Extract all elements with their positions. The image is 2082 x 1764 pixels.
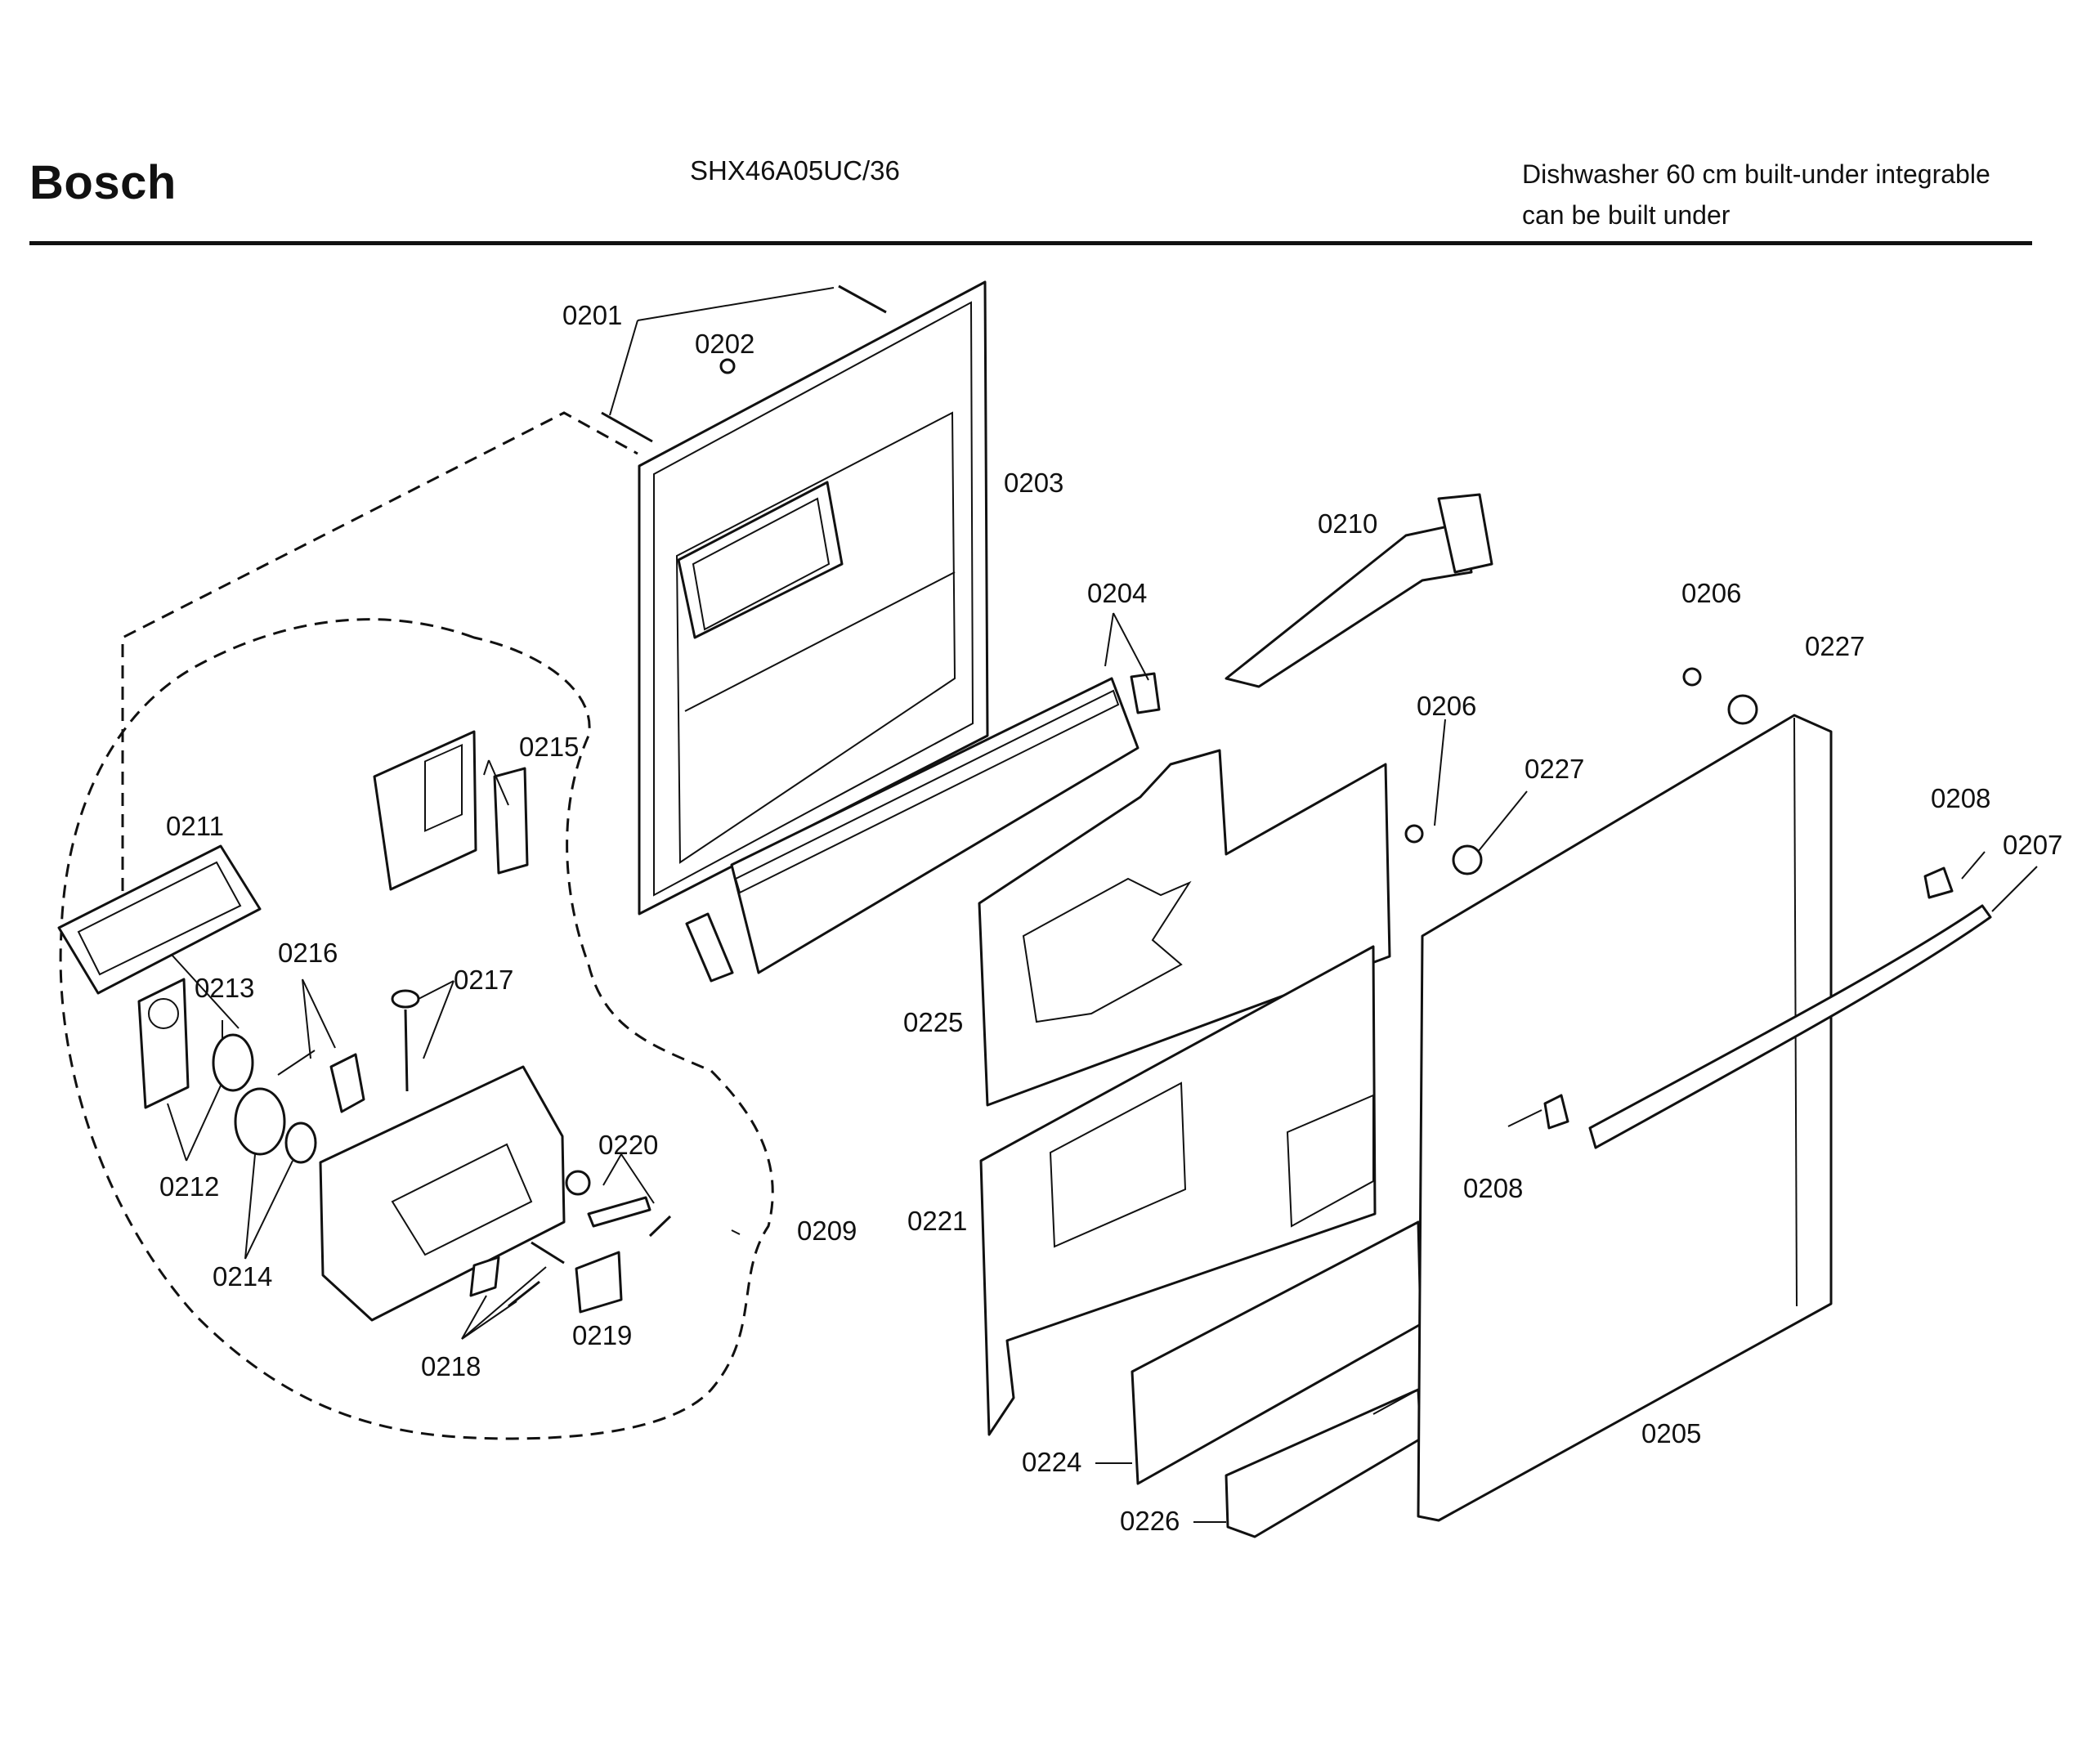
nut-0227 bbox=[1727, 694, 1758, 725]
seal-0214 bbox=[234, 1087, 317, 1164]
insulation-panel-0221 bbox=[979, 945, 1377, 1436]
toe-kick-0226 bbox=[1225, 1388, 1422, 1538]
label-0225: 0225 bbox=[903, 1007, 963, 1037]
spring-0216 bbox=[277, 1050, 365, 1113]
bracket-0215 bbox=[373, 730, 529, 891]
inner-door-panel-0203 bbox=[638, 280, 989, 916]
spring-set-0218 bbox=[469, 1241, 565, 1308]
door-rail-0204 bbox=[685, 672, 1161, 983]
label-0205: 0205 bbox=[1641, 1418, 1701, 1448]
dispenser-body-0209 bbox=[319, 1065, 566, 1322]
label-0208-lower: 0208 bbox=[1463, 1173, 1523, 1203]
header-rule bbox=[29, 241, 2032, 245]
end-cap-0208 bbox=[1923, 866, 1954, 899]
appliance-description: Dishwasher 60 cm built-under integrable … bbox=[1522, 154, 1990, 235]
label-0216: 0216 bbox=[278, 938, 338, 968]
actuator-0219 bbox=[575, 1251, 623, 1314]
label-0226: 0226 bbox=[1120, 1506, 1180, 1536]
nut-0227-lower bbox=[1452, 844, 1483, 875]
pin-0217 bbox=[391, 989, 420, 1092]
assembly-0209-boundary bbox=[59, 618, 774, 1440]
label-0218: 0218 bbox=[421, 1351, 481, 1381]
label-0210: 0210 bbox=[1318, 508, 1377, 539]
gasket-0211 bbox=[57, 844, 262, 995]
cover-0212 bbox=[137, 978, 190, 1109]
label-0217: 0217 bbox=[454, 965, 513, 995]
door-handle-0207 bbox=[1588, 904, 1992, 1149]
bolt-0206 bbox=[1682, 667, 1702, 687]
bolt-0206-lower bbox=[1404, 824, 1424, 844]
description-line-1: Dishwasher 60 cm built-under integrable bbox=[1522, 159, 1990, 189]
label-0224: 0224 bbox=[1022, 1447, 1081, 1477]
brand-name: Bosch bbox=[29, 156, 177, 209]
label-0207: 0207 bbox=[2003, 830, 2062, 860]
label-0220: 0220 bbox=[598, 1130, 658, 1160]
label-0215: 0215 bbox=[519, 732, 579, 762]
label-0211: 0211 bbox=[166, 811, 224, 841]
leader-lines bbox=[167, 287, 2038, 1523]
label-0209: 0209 bbox=[797, 1216, 857, 1246]
label-0204: 0204 bbox=[1087, 578, 1147, 608]
label-0227-lower: 0227 bbox=[1525, 754, 1584, 784]
door-inner-projection bbox=[121, 411, 638, 891]
label-0212: 0212 bbox=[159, 1171, 219, 1202]
label-0208: 0208 bbox=[1931, 783, 1990, 813]
label-0221: 0221 bbox=[907, 1206, 967, 1236]
label-0213: 0213 bbox=[195, 973, 254, 1003]
lever-0220 bbox=[565, 1170, 672, 1238]
label-0206-lower: 0206 bbox=[1417, 691, 1476, 721]
label-0214: 0214 bbox=[213, 1261, 272, 1292]
screw-0201 bbox=[601, 284, 887, 443]
insulation-panel-0225 bbox=[978, 749, 1391, 1107]
screw-0202 bbox=[719, 358, 736, 374]
end-cap-0208-lower bbox=[1543, 1094, 1569, 1130]
label-0201: 0201 bbox=[562, 300, 622, 330]
label-0206: 0206 bbox=[1681, 578, 1741, 608]
hinge-bracket-0210 bbox=[1225, 493, 1493, 688]
model-number: SHX46A05UC/36 bbox=[690, 155, 900, 186]
label-0203: 0203 bbox=[1004, 468, 1063, 498]
ring-0213 bbox=[212, 1033, 254, 1092]
label-0227: 0227 bbox=[1805, 631, 1865, 661]
label-0219: 0219 bbox=[572, 1320, 632, 1350]
description-line-2: can be built under bbox=[1522, 200, 1731, 230]
label-0202: 0202 bbox=[695, 329, 754, 359]
